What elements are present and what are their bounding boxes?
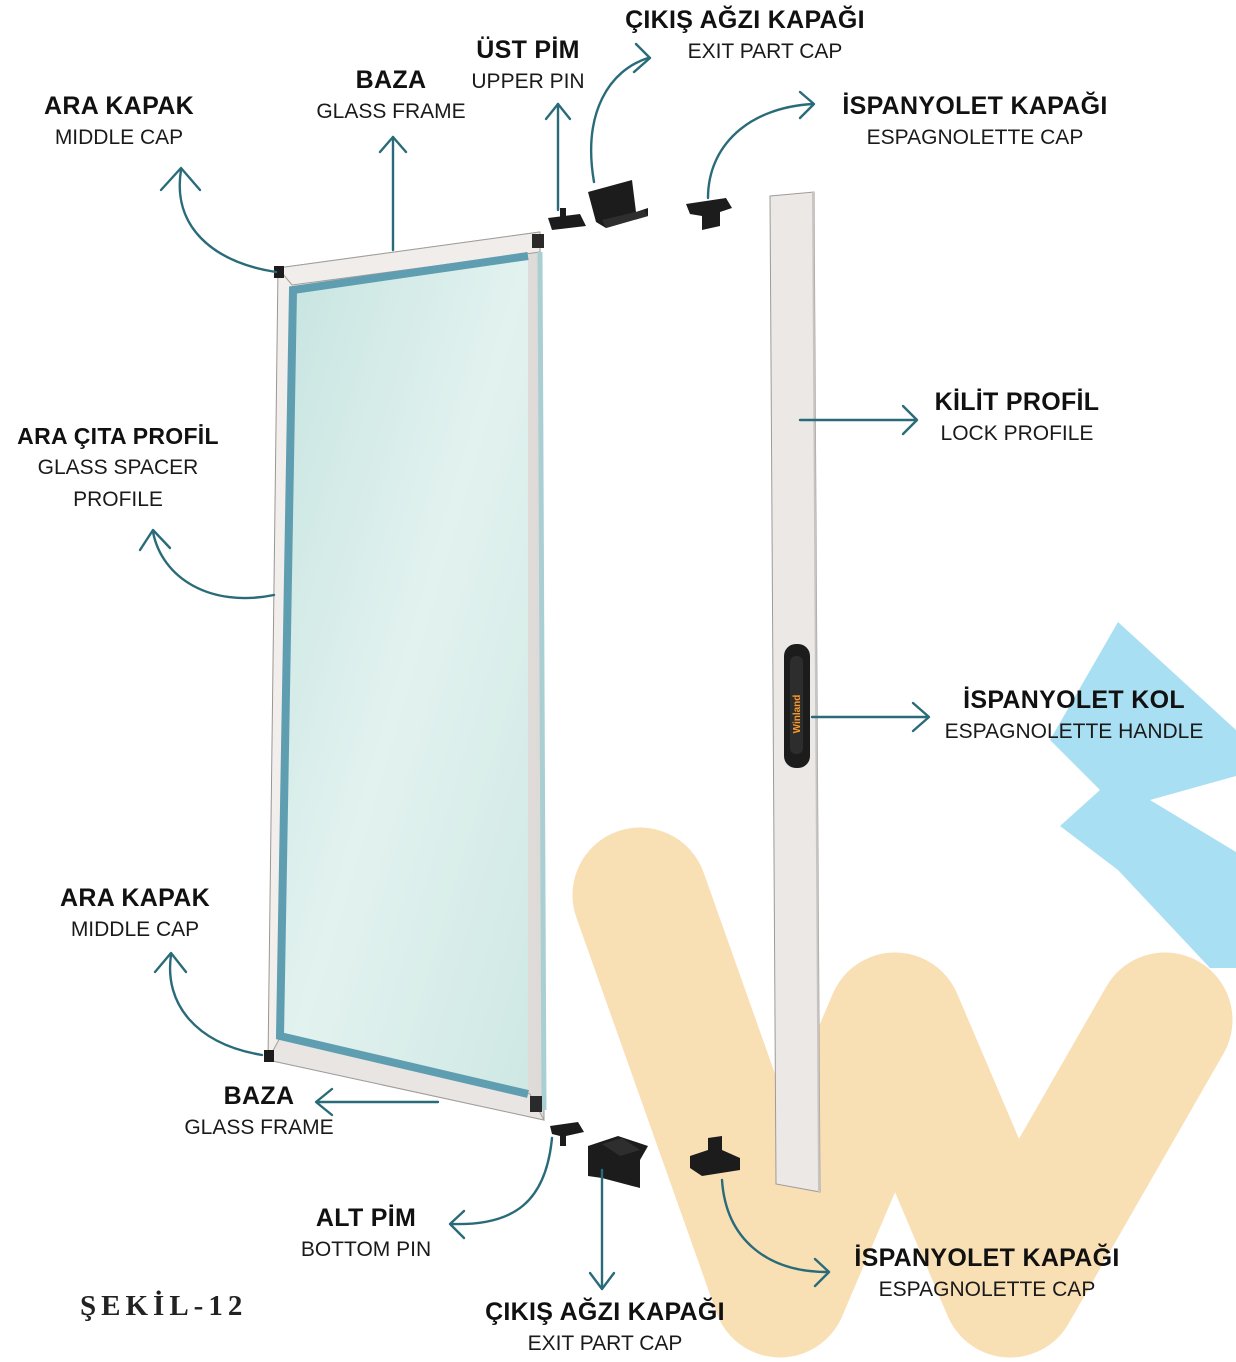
espagnolette-cap-top — [686, 198, 732, 230]
label-tr: İSPANYOLET KAPAĞI — [812, 90, 1138, 122]
label-en: ESPAGNOLETTE HANDLE — [914, 716, 1234, 748]
middle-cap-bottom — [264, 1050, 274, 1062]
label-middle-cap-bottom: ARA KAPAK MIDDLE CAP — [30, 882, 240, 946]
label-tr: ARA KAPAK — [30, 882, 240, 914]
label-bottom-pin: ALT PİM BOTTOM PIN — [276, 1202, 456, 1266]
label-lock-profile: KİLİT PROFİL LOCK PROFILE — [902, 386, 1132, 450]
label-tr: ARA ÇITA PROFİL — [2, 420, 234, 452]
label-en: ESPAGNOLETTE CAP — [824, 1274, 1150, 1306]
label-glass-frame-top: BAZA GLASS FRAME — [266, 64, 516, 128]
label-en: GLASS FRAME — [266, 96, 516, 128]
frame-corner-bottom — [530, 1096, 542, 1112]
label-tr: ÇIKIŞ AĞZI KAPAĞI — [560, 4, 930, 36]
label-en: MIDDLE CAP — [14, 122, 224, 154]
arrow-espagnolette-cap-top — [708, 104, 812, 198]
label-tr: ÜST PİM — [438, 34, 618, 66]
upper-pin-part — [548, 208, 586, 230]
label-en-2: PROFILE — [2, 484, 234, 516]
label-en: ESPAGNOLETTE CAP — [812, 122, 1138, 154]
label-espagnolette-handle: İSPANYOLET KOL ESPAGNOLETTE HANDLE — [914, 684, 1234, 748]
watermark-w — [640, 895, 1165, 1290]
exit-part-cap-top — [588, 180, 648, 228]
exit-part-cap-bottom — [588, 1136, 648, 1188]
label-exit-part-cap-bottom: ÇIKIŞ AĞZI KAPAĞI EXIT PART CAP — [450, 1296, 760, 1360]
label-tr: İSPANYOLET KAPAĞI — [824, 1242, 1150, 1274]
label-tr: BAZA — [150, 1080, 368, 1112]
handle-brand-text: Winland — [792, 695, 803, 734]
label-en: EXIT PART CAP — [450, 1328, 760, 1360]
glass-panel — [264, 232, 544, 1120]
label-en-1: GLASS SPACER — [2, 452, 234, 484]
glass-pane — [280, 256, 528, 1094]
label-tr: İSPANYOLET KOL — [914, 684, 1234, 716]
label-en: GLASS FRAME — [150, 1112, 368, 1144]
label-en: MIDDLE CAP — [30, 914, 240, 946]
label-espagnolette-cap-top: İSPANYOLET KAPAĞI ESPAGNOLETTE CAP — [812, 90, 1138, 154]
arrow-glass-spacer — [153, 532, 274, 598]
label-en: LOCK PROFILE — [902, 418, 1132, 450]
bottom-pin-part — [550, 1122, 584, 1146]
espagnolette-handle: Winland — [784, 644, 810, 768]
label-glass-frame-bottom: BAZA GLASS FRAME — [150, 1080, 368, 1144]
arrow-middle-cap-top — [180, 170, 276, 272]
label-en: EXIT PART CAP — [600, 36, 930, 68]
arrow-bottom-pin — [452, 1138, 552, 1224]
label-glass-spacer-profile: ARA ÇITA PROFİL GLASS SPACER PROFILE — [2, 420, 234, 516]
watermark-plane — [1050, 622, 1236, 968]
label-tr: KİLİT PROFİL — [902, 386, 1132, 418]
label-tr: ALT PİM — [276, 1202, 456, 1234]
label-espagnolette-cap-bottom: İSPANYOLET KAPAĞI ESPAGNOLETTE CAP — [824, 1242, 1150, 1306]
label-tr: ÇIKIŞ AĞZI KAPAĞI — [450, 1296, 760, 1328]
label-tr: ARA KAPAK — [14, 90, 224, 122]
label-en: BOTTOM PIN — [276, 1234, 456, 1266]
label-tr: BAZA — [266, 64, 516, 96]
label-middle-cap-top: ARA KAPAK MIDDLE CAP — [14, 90, 224, 154]
frame-corner-top — [532, 234, 544, 248]
figure-label: ŞEKİL-12 — [80, 1290, 247, 1323]
